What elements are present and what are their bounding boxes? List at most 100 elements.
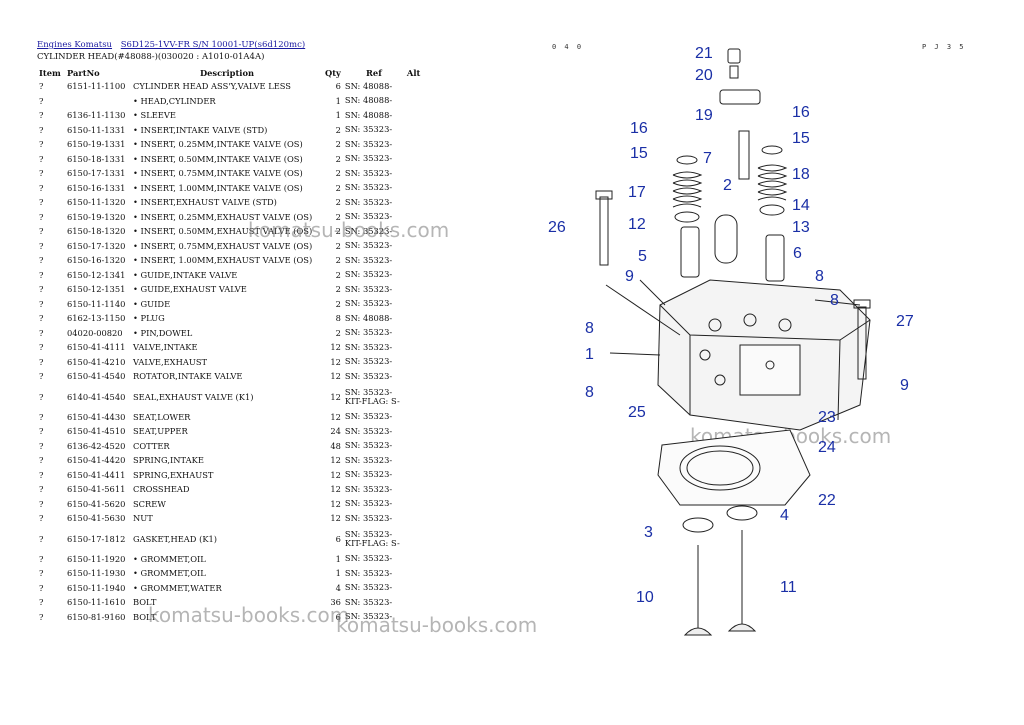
callout-10: 10	[636, 589, 654, 606]
row-item: ?	[39, 440, 44, 451]
row-item: ?	[39, 553, 44, 564]
row-part-number: 6150-11-1920	[67, 553, 126, 564]
row-description: • INSERT, 1.00MM,INTAKE VALVE (OS)	[133, 182, 303, 193]
row-item: ?	[39, 498, 44, 509]
row-description: • INSERT, 0.50MM,EXHAUST VALVE (OS)	[133, 226, 313, 237]
row-ref-sn: SN: 35323-	[344, 386, 393, 397]
col-desc: Description	[199, 67, 255, 78]
row-part-number: 6150-41-4430	[67, 411, 126, 422]
col-ref: Ref	[366, 67, 382, 78]
row-alt	[405, 195, 427, 210]
table-row: ?6150-11-1320• INSERT,EXHAUST VALVE (STD…	[37, 195, 427, 210]
row-description: • INSERT,EXHAUST VALVE (STD)	[133, 197, 277, 208]
row-ref-sn: SN: 35323-	[344, 167, 393, 178]
row-ref: SN: 35323-	[343, 152, 405, 167]
callout-19: 19	[695, 107, 713, 124]
row-part-number: 6150-41-5611	[67, 484, 126, 495]
callout-2: 2	[723, 177, 732, 194]
diagram-linework	[595, 48, 871, 636]
row-ref: SN: 35323-	[343, 166, 405, 181]
row-ref-sn: SN: 35323-	[344, 327, 393, 338]
row-item: ?	[39, 110, 44, 121]
row-alt	[405, 326, 427, 341]
row-ref-sn: SN: 35323-	[344, 182, 393, 193]
row-ref: SN: 35323-	[343, 123, 405, 138]
row-description: • GUIDE,EXHAUST VALVE	[133, 284, 247, 295]
row-ref-sn: SN: 35323-	[344, 596, 393, 607]
row-ref: SN: 35323-	[343, 369, 405, 384]
row-part-number: 6150-41-4210	[67, 356, 126, 367]
breadcrumb: Engines Komatsu S6D125-1VV-FR S/N 10001-…	[37, 40, 311, 50]
row-qty: 2	[335, 139, 341, 150]
row-item: ?	[39, 211, 44, 222]
row-qty: 1	[335, 553, 341, 564]
row-ref-sn: SN: 48088-	[344, 80, 393, 91]
row-ref-sn: SN: 35323-	[344, 454, 393, 465]
row-qty: 12	[330, 342, 341, 353]
row-item: ?	[39, 455, 44, 466]
row-alt	[405, 497, 427, 512]
row-ref-kitflag: KIT-FLAG: S-	[344, 395, 400, 406]
row-part-number: 6150-18-1331	[67, 153, 126, 164]
row-item: ?	[39, 342, 44, 353]
row-alt	[405, 152, 427, 167]
row-ref-sn: SN: 35323-	[344, 411, 393, 422]
row-ref-sn: SN: 35323-	[344, 254, 393, 265]
row-part-number: 6150-17-1331	[67, 168, 126, 179]
row-item: ?	[39, 95, 44, 106]
callout-3: 3	[644, 524, 653, 541]
row-part-number: 6150-41-4510	[67, 426, 126, 437]
row-part-number: 6150-41-5630	[67, 513, 126, 524]
row-item: ?	[39, 153, 44, 164]
breadcrumb-link-engines[interactable]: Engines Komatsu	[37, 40, 113, 50]
breadcrumb-link-model[interactable]: S6D125-1VV-FR S/N 10001-UP(s6d120mc)	[120, 40, 306, 50]
row-description: • GUIDE,INTAKE VALVE	[133, 269, 238, 280]
row-item: ?	[39, 513, 44, 524]
callout-1: 1	[585, 346, 594, 363]
row-part-number: 6150-11-1940	[67, 582, 126, 593]
row-ref: SN: 48088-	[343, 108, 405, 123]
row-qty: 2	[335, 298, 341, 309]
row-item: ?	[39, 327, 44, 338]
row-item: ?	[39, 356, 44, 367]
row-alt	[405, 268, 427, 283]
row-part-number: 6162-13-1150	[67, 313, 126, 324]
row-qty: 2	[335, 226, 341, 237]
row-alt	[405, 610, 427, 625]
row-qty: 1	[335, 95, 341, 106]
callout-24: 24	[818, 439, 836, 456]
row-item: ?	[39, 597, 44, 608]
col-qty: Qty	[325, 67, 341, 78]
row-alt	[405, 566, 427, 581]
row-ref-sn: SN: 35323-	[344, 283, 393, 294]
row-qty: 6	[335, 81, 341, 92]
exploded-diagram: 21 20 19 16 15 16 15 7 17 2 18 14 12 13 …	[548, 45, 914, 636]
row-description: BOLT	[133, 597, 157, 608]
row-item: ?	[39, 197, 44, 208]
row-ref-sn: SN: 48088-	[344, 312, 393, 323]
callout-20: 20	[695, 67, 713, 84]
row-alt	[405, 108, 427, 123]
row-description: • PIN,DOWEL	[133, 327, 193, 338]
row-qty: 2	[335, 255, 341, 266]
row-qty: 2	[335, 327, 341, 338]
row-item: ?	[39, 298, 44, 309]
row-ref-sn: SN: 35323-	[344, 469, 393, 480]
row-ref: SN: 35323-	[343, 595, 405, 610]
row-ref-sn: SN: 35323-	[344, 567, 393, 578]
row-ref: SN: 35323-	[343, 410, 405, 425]
row-item: ?	[39, 269, 44, 280]
row-qty: 1	[335, 568, 341, 579]
row-qty: 6	[335, 611, 341, 622]
row-description: • HEAD,CYLINDER	[133, 95, 216, 106]
row-qty: 2	[335, 168, 341, 179]
